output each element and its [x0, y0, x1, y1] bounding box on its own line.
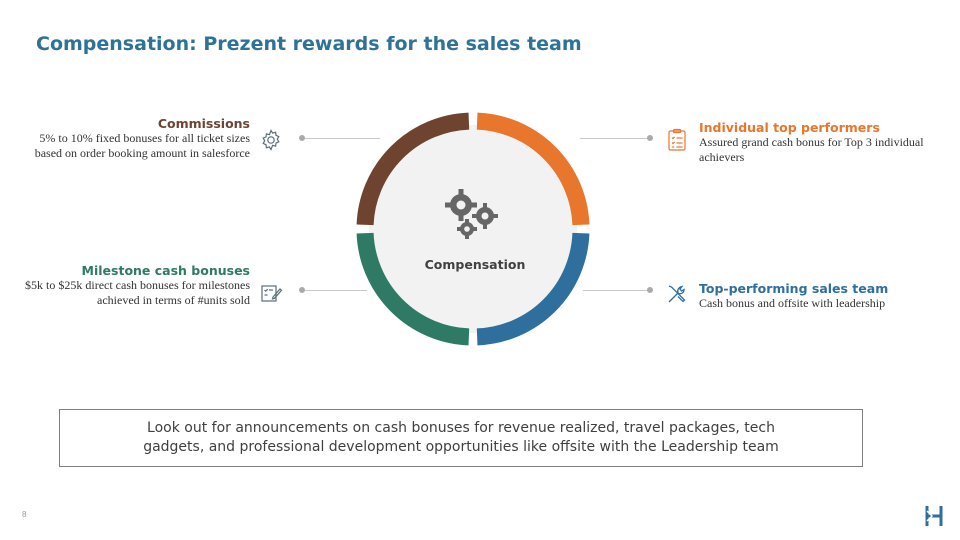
team-connector-dot: [647, 287, 653, 293]
team-block: Top-performing sales team Cash bonus and…: [699, 281, 929, 311]
individual-connector: [580, 138, 648, 139]
commissions-connector: [305, 138, 380, 139]
individual-title: Individual top performers: [699, 120, 880, 135]
commissions-title: Commissions: [157, 116, 250, 131]
gears-icon: [445, 189, 498, 239]
ring-segment-commissions: [356, 112, 470, 226]
ring-segment-milestone: [356, 232, 470, 346]
commissions-description: 5% to 10% fixed bonuses for all ticket s…: [34, 131, 250, 160]
milestone-connector-dot: [299, 287, 305, 293]
ring-segment-individual: [476, 112, 590, 226]
checklist-pen-icon: [259, 281, 283, 305]
announcement-note: Look out for announcements on cash bonus…: [59, 409, 863, 467]
milestone-description: $5k to $25k direct cash bonuses for mile…: [25, 278, 250, 307]
slide-title: Compensation: Prezent rewards for the sa…: [36, 33, 582, 55]
tools-icon: [665, 282, 689, 306]
team-connector: [583, 290, 648, 291]
page-number: 8: [22, 510, 27, 519]
individual-description: Assured grand cash bonus for Top 3 indiv…: [699, 135, 924, 164]
brand-logo: [925, 506, 943, 526]
gear-icon: [259, 128, 283, 152]
ring-segment-team: [476, 232, 590, 346]
team-title: Top-performing sales team: [699, 281, 889, 296]
announcement-text: Look out for announcements on cash bonus…: [143, 420, 779, 455]
milestone-block: Milestone cash bonuses $5k to $25k direc…: [20, 263, 250, 308]
milestone-title: Milestone cash bonuses: [81, 263, 250, 278]
individual-block: Individual top performers Assured grand …: [699, 120, 929, 165]
individual-connector-dot: [647, 135, 653, 141]
commissions-block: Commissions 5% to 10% fixed bonuses for …: [20, 116, 250, 161]
team-description: Cash bonus and offsite with leadership: [699, 296, 886, 310]
center-label: Compensation: [424, 257, 526, 272]
milestone-connector: [305, 290, 367, 291]
commissions-connector-dot: [299, 135, 305, 141]
clipboard-icon: [665, 128, 689, 152]
